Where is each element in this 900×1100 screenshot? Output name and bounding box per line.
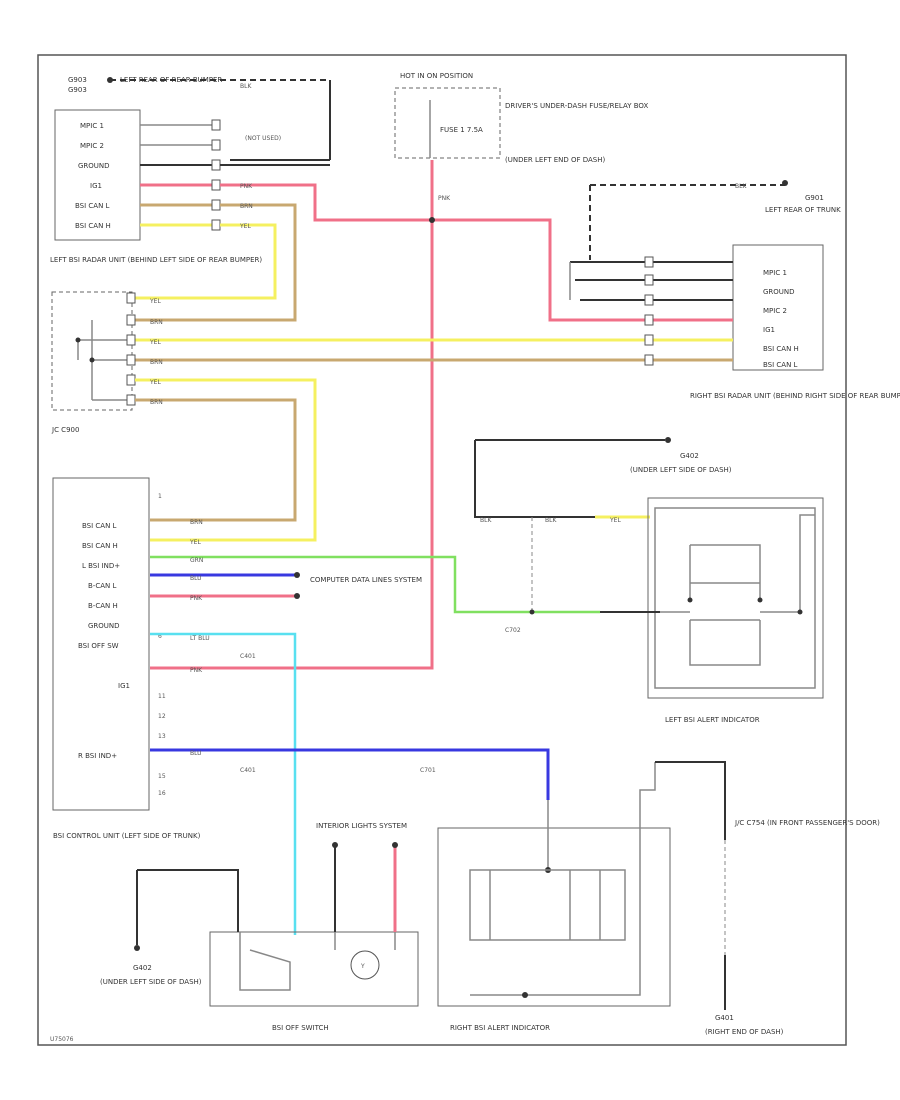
jc-wire-1: YEL <box>149 298 161 305</box>
right-radar-pin-4: IG1 <box>763 326 775 334</box>
fuse-box <box>394 87 501 159</box>
right-radar-label: RIGHT BSI RADAR UNIT (BEHIND RIGHT SIDE … <box>690 392 900 400</box>
control-pin-1: BSI CAN L <box>82 522 117 530</box>
off-switch-label: BSI OFF SWITCH <box>272 1024 329 1032</box>
control-pin-6: GROUND <box>88 622 120 630</box>
control-unit-label: BSI CONTROL UNIT (LEFT SIDE OF TRUNK) <box>53 832 201 840</box>
jc-wire-4: BRN <box>150 359 163 366</box>
fuse-hot-label: HOT IN ON POSITION <box>400 72 473 80</box>
g401-code: G401 <box>715 1014 734 1022</box>
left-alert-indicator <box>647 497 824 699</box>
right-radar-pin-6: BSI CAN L <box>763 361 798 369</box>
svg-text:15: 15 <box>158 773 166 780</box>
control-pin-numbers: 1 6 11 12 13 15 16 <box>158 493 166 797</box>
jc-pins <box>126 292 136 406</box>
left-radar-pin-2: MPIC 2 <box>80 142 104 150</box>
jc-wire-6: BRN <box>150 399 163 406</box>
diagram-frame <box>37 54 847 1046</box>
conn-c701: C701 <box>420 767 436 774</box>
fuse-name: FUSE 1 7.5A <box>440 126 483 134</box>
not-used-label: (NOT USED) <box>245 135 281 142</box>
left-radar-wire-brn: BRN <box>240 203 253 210</box>
off-switch <box>209 931 419 1007</box>
conn-c401-b: C401 <box>240 767 256 774</box>
right-radar-unit <box>732 244 824 371</box>
control-pin-4: B-CAN L <box>88 582 116 590</box>
jc-wire-5: YEL <box>149 379 161 386</box>
g402-top-code: G402 <box>680 452 699 460</box>
control-wire-yel: YEL <box>189 539 201 546</box>
control-wire-blu: BLU <box>190 575 202 582</box>
control-wire-pnk2: PNK <box>190 667 203 674</box>
conn-c702: C702 <box>505 627 521 634</box>
jc-wire-3: YEL <box>149 339 161 346</box>
right-radar-pin-3: MPIC 2 <box>763 307 787 315</box>
control-unit <box>52 477 150 811</box>
left-ground-label: G903 <box>68 76 87 84</box>
left-radar-pin-3: GROUND <box>78 162 110 170</box>
fuse-box-label: DRIVER'S UNDER-DASH FUSE/RELAY BOX <box>505 102 648 110</box>
left-radar-label: LEFT BSI RADAR UNIT (BEHIND LEFT SIDE OF… <box>50 256 262 264</box>
svg-text:1: 1 <box>158 493 162 500</box>
jc-c754-label: J/C C754 (IN FRONT PASSENGER'S DOOR) <box>734 819 880 827</box>
right-ground-loc: LEFT REAR OF TRUNK <box>765 206 841 214</box>
g402-wire-2: BLK <box>545 517 557 524</box>
right-ground-code: G901 <box>805 194 824 202</box>
g402-bl-loc: (UNDER LEFT SIDE OF DASH) <box>100 978 202 986</box>
control-pin-8: IG1 <box>118 682 130 690</box>
right-alert-indicator <box>437 827 671 1007</box>
left-radar-pin-6: BSI CAN H <box>75 222 111 230</box>
left-radar-pin-4: IG1 <box>90 182 102 190</box>
left-radar-pins: MPIC 1 MPIC 2 GROUND IG1 BSI CAN L BSI C… <box>75 122 111 230</box>
left-radar-unit <box>54 109 141 241</box>
right-radar-pin-boxes <box>644 256 654 366</box>
left-radar-pin-5: BSI CAN L <box>75 202 110 210</box>
svg-text:13: 13 <box>158 733 166 740</box>
conn-c401-a: C401 <box>240 653 256 660</box>
left-radar-wire-yel: YEL <box>239 223 251 230</box>
fuse-box-loc: (UNDER LEFT END OF DASH) <box>505 156 606 164</box>
control-wire-blu2: BLU <box>190 750 202 757</box>
right-radar-pin-1: MPIC 1 <box>763 269 787 277</box>
footer-code: U75076 <box>50 1036 74 1043</box>
control-wire-grn: GRN <box>190 557 203 564</box>
svg-text:11: 11 <box>158 693 166 700</box>
control-wire-pnk: PNK <box>190 595 203 602</box>
control-pin-5: B-CAN H <box>88 602 118 610</box>
top-blk-wire: BLK <box>240 83 252 90</box>
fuse-wire: PNK <box>438 195 451 202</box>
jc-wire-2: BRN <box>150 319 163 326</box>
g402-bl-code: G402 <box>133 964 152 972</box>
right-ground-wire: BLK <box>735 183 747 190</box>
left-radar-wire-pnk: PNK <box>240 183 253 190</box>
control-wire-ltblu: LT BLU <box>190 635 210 642</box>
right-radar-pin-5: BSI CAN H <box>763 345 799 353</box>
left-alert-label: LEFT BSI ALERT INDICATOR <box>665 716 760 724</box>
g401-loc: (RIGHT END OF DASH) <box>705 1028 784 1036</box>
svg-text:12: 12 <box>158 713 166 720</box>
control-pin-7: BSI OFF SW <box>78 642 119 650</box>
interior-lights-label: INTERIOR LIGHTS SYSTEM <box>316 822 407 830</box>
control-pins: BSI CAN L BSI CAN H L BSI IND+ B-CAN L B… <box>78 522 130 760</box>
control-pin-2: BSI CAN H <box>82 542 118 550</box>
right-radar-pins: MPIC 1 GROUND MPIC 2 IG1 BSI CAN H BSI C… <box>763 269 799 369</box>
left-alert-yel: YEL <box>609 517 621 524</box>
svg-text:Y: Y <box>360 963 365 970</box>
svg-text:16: 16 <box>158 790 166 797</box>
svg-text:6: 6 <box>158 633 162 640</box>
control-wire-brn: BRN <box>190 519 203 526</box>
control-pin-3: L BSI IND+ <box>82 562 120 570</box>
left-radar-pin-boxes <box>211 119 221 231</box>
control-pin-9: R BSI IND+ <box>78 752 117 760</box>
g402-wire-1: BLK <box>480 517 492 524</box>
right-alert-label: RIGHT BSI ALERT INDICATOR <box>450 1024 550 1032</box>
jc-box <box>51 291 133 411</box>
right-radar-pin-2: GROUND <box>763 288 795 296</box>
jc-label: JC C900 <box>51 426 79 434</box>
left-radar-pin-1: MPIC 1 <box>80 122 104 130</box>
left-ground-code: G903 <box>68 86 87 94</box>
computer-data-label: COMPUTER DATA LINES SYSTEM <box>310 576 422 584</box>
g402-top-loc: (UNDER LEFT SIDE OF DASH) <box>630 466 732 474</box>
